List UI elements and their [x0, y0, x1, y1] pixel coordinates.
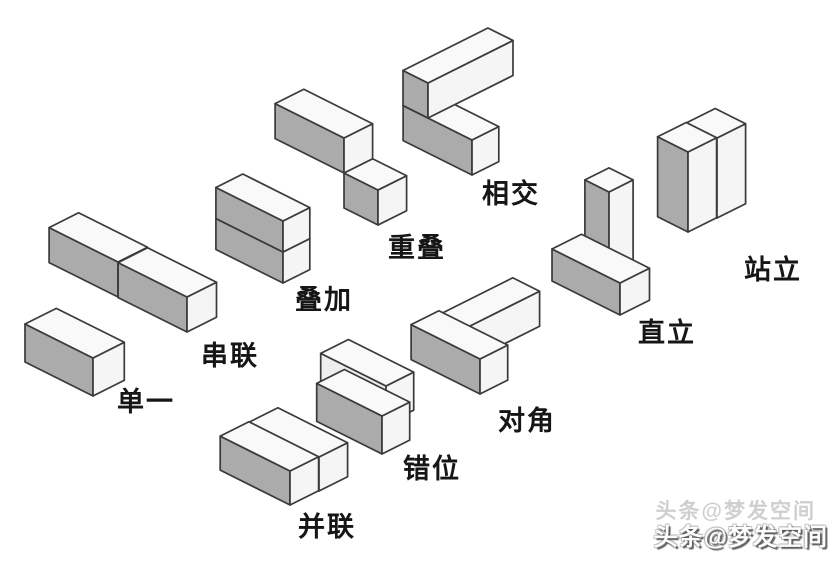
box-face-top: [24, 307, 126, 359]
box-face-top: [215, 173, 311, 222]
block-label-parallel: 并联: [298, 511, 356, 542]
block-group-offset: 错位: [315, 338, 461, 484]
block-group-diagonal: 对角: [410, 276, 556, 436]
box-face-side: [656, 135, 689, 233]
block-group-intersect: 相交: [402, 27, 540, 209]
box-face-top: [551, 233, 651, 284]
watermark-text: 头条@梦发空间: [653, 524, 828, 551]
block-label-diagonal: 对角: [498, 405, 556, 436]
box-face-top: [402, 27, 514, 84]
box-face-top: [584, 167, 634, 193]
block-label-upright: 直立: [638, 317, 696, 348]
box-face-end: [687, 136, 718, 233]
block-group-stacked: 叠加: [215, 173, 353, 315]
block-label-standing: 站立: [744, 254, 802, 285]
block-label-series: 串联: [201, 341, 259, 371]
block-group-series: 串联: [48, 211, 259, 371]
watermark-ghost: 头条@梦发空间: [655, 500, 816, 523]
box-face-top: [219, 420, 320, 472]
box-face-top: [319, 338, 415, 387]
block-label-stacked: 叠加: [295, 285, 353, 315]
box-face-top: [117, 246, 218, 298]
box-face-top: [410, 309, 509, 360]
block-group-overlap: 重叠: [274, 88, 446, 263]
block-label-intersect: 相交: [482, 178, 540, 209]
block-group-single: 单一: [24, 307, 175, 417]
box-face-top: [656, 121, 718, 153]
block-group-standing: 站立: [656, 107, 802, 285]
block-label-offset: 错位: [403, 453, 461, 484]
block-group-parallel: 并联: [219, 406, 356, 542]
box-face-top: [315, 368, 411, 417]
block-label-single: 单一: [117, 387, 175, 417]
box-face-top: [274, 88, 374, 139]
block-group-upright: 直立: [551, 167, 696, 348]
block-label-overlap: 重叠: [388, 233, 446, 263]
box-face-end: [716, 122, 747, 219]
